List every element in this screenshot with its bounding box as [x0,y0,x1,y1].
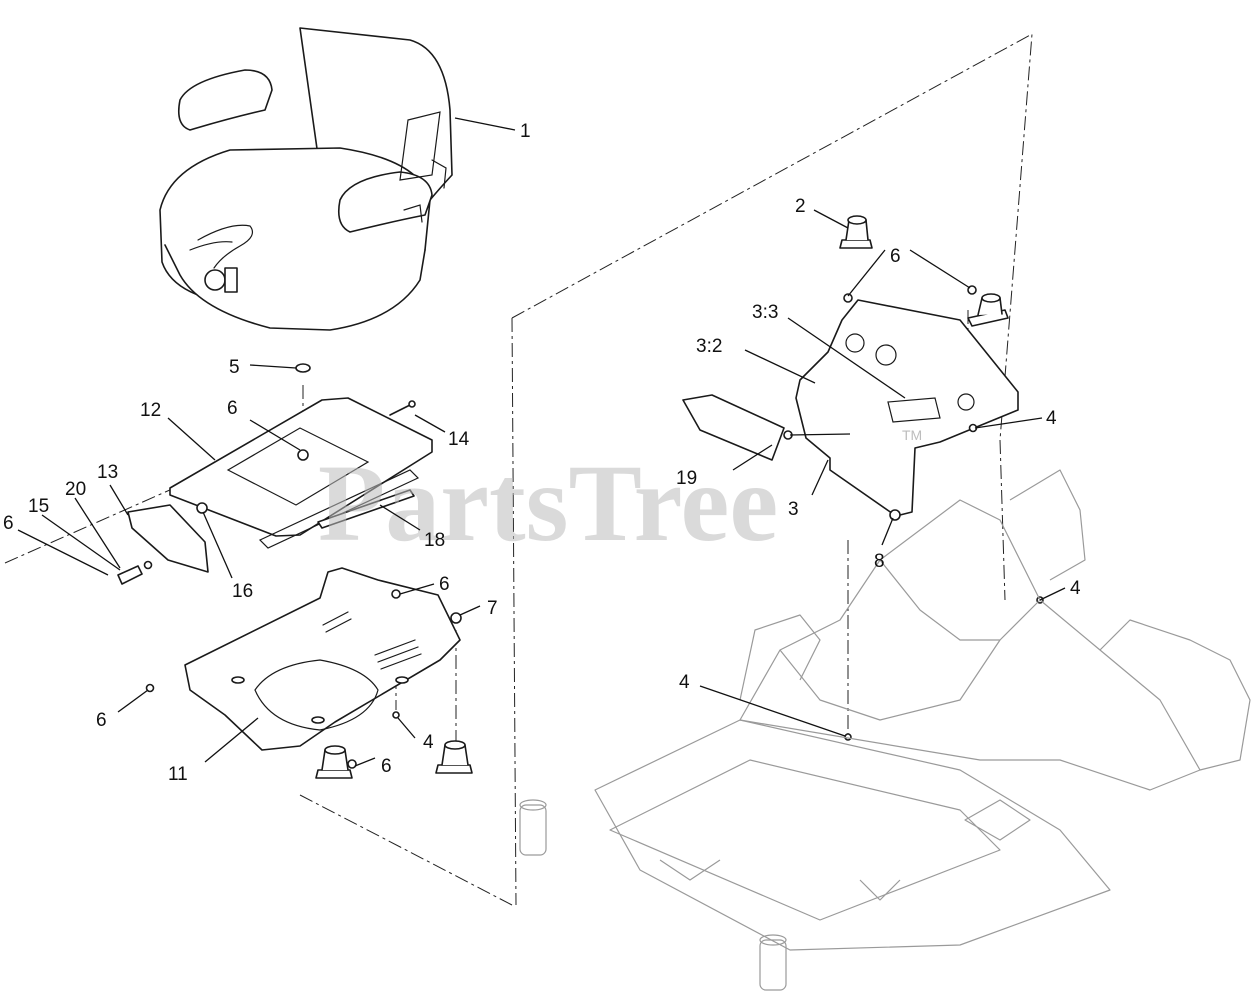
hardware-nuts [145,285,1044,769]
callout-2: 2 [795,196,806,217]
watermark-tm: TM [902,427,922,443]
callout-13: 13 [97,462,118,483]
callout-6-upper-plate: 6 [227,398,238,419]
callout-5: 5 [229,357,240,378]
bracket-part-13[interactable] [127,504,209,573]
callout-8: 8 [874,551,885,572]
callout-4-plate: 4 [423,732,434,753]
callout-6-plate-right: 6 [439,574,450,595]
lower-suspension-plate[interactable] [184,567,461,751]
leader-lines [17,117,1066,767]
isolator-mount-left[interactable] [315,745,353,779]
callout-labels: 1 2 3 3:2 3:3 4 4 4 4 5 6 6 6 6 6 6 7 8 … [3,121,1081,785]
callout-19: 19 [676,468,697,489]
watermark: PartsTree TM [318,427,922,564]
callout-6-left: 6 [3,513,14,534]
isolator-mount-upper-right[interactable] [967,293,1009,327]
callout-1: 1 [520,121,531,142]
isolator-mount-right[interactable] [435,740,473,774]
callout-14: 14 [448,429,470,450]
callout-12: 12 [140,400,161,421]
callout-6-plate-left: 6 [96,710,107,731]
callout-3-3: 3:3 [752,302,778,323]
callout-4-frame-right: 4 [1070,578,1081,599]
isolator-mount-top[interactable] [839,215,873,249]
seat-part[interactable] [159,27,453,331]
washer-part[interactable] [295,363,311,373]
spring-part-15[interactable] [117,565,143,585]
callout-11: 11 [168,764,188,785]
seat-mount-bracket[interactable] [783,299,1019,517]
callout-4-frame-left: 4 [679,672,690,693]
callout-3: 3 [788,499,799,520]
mower-frame [519,469,1251,991]
callout-6-mount: 6 [381,756,392,777]
bolt-part-14[interactable] [389,400,416,416]
watermark-text: PartsTree [318,442,778,564]
rod-part-18[interactable] [317,489,415,529]
callout-18: 18 [424,530,445,551]
callout-6-top: 6 [890,246,901,267]
callout-16: 16 [232,581,253,602]
callout-7: 7 [487,598,498,619]
callout-20: 20 [65,479,86,500]
washer-part-20[interactable] [143,560,153,570]
callout-4-upper-right: 4 [1046,408,1057,429]
callout-3-2: 3:2 [696,336,722,357]
nut-part-16[interactable] [196,502,208,514]
callout-15: 15 [28,496,49,517]
decal-part-19[interactable] [682,394,785,461]
